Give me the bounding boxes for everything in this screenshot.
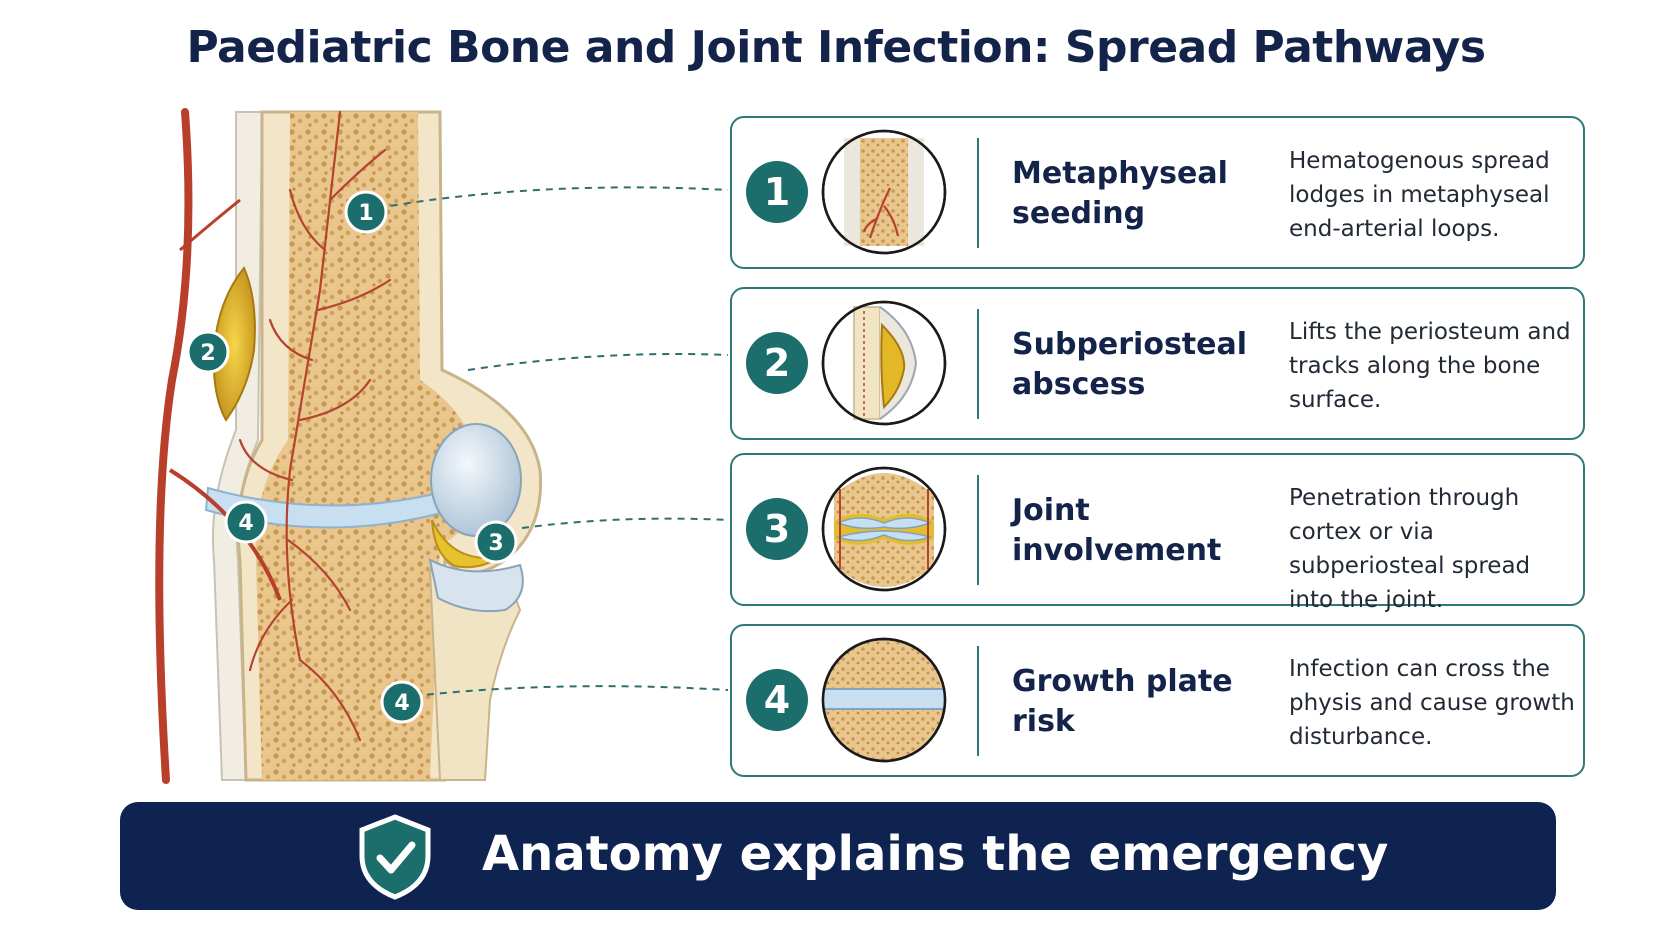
card-divider	[977, 309, 979, 419]
card-divider	[977, 646, 979, 756]
marker-label: 2	[200, 341, 215, 366]
diagram-marker-4b: 4	[380, 680, 424, 724]
pathway-name: Metaphyseal seeding	[1012, 156, 1228, 231]
page-title: Paediatric Bone and Joint Infection: Spr…	[186, 22, 1486, 73]
pathway-number: 1	[746, 161, 808, 223]
marker-label: 3	[488, 531, 503, 556]
bone-vessel-icon	[821, 129, 947, 255]
pathway-name: Growth plate risk	[1012, 664, 1233, 739]
pathway-number: 2	[746, 332, 808, 394]
diagram-marker-1: 1	[344, 190, 388, 234]
bone-joint-diagram: 1 2 3 4 4	[155, 108, 729, 784]
pathway-card-metaphyseal-seeding: 1 Metaphyseal seeding Hematogenous sprea…	[730, 116, 1585, 269]
pathway-description: Penetration through cortex or via subper…	[1289, 485, 1531, 613]
diagram-marker-4a: 4	[224, 500, 268, 544]
pathway-number: 4	[746, 669, 808, 731]
diagram-marker-3: 3	[474, 520, 518, 564]
pathway-description: Lifts the periosteum and tracks along th…	[1289, 319, 1571, 413]
growth-plate-icon	[821, 637, 947, 763]
summary-banner: Anatomy explains the emergency	[120, 802, 1556, 910]
pathway-description: Hematogenous spread lodges in metaphysea…	[1289, 148, 1550, 242]
pathway-number: 3	[746, 498, 808, 560]
pathway-card-joint-involvement: 3 Joint involvement Penetration through …	[730, 453, 1585, 613]
abscess-icon	[821, 300, 947, 426]
pathway-description: Infection can cross the physis and cause…	[1289, 656, 1575, 750]
pathway-name: Joint involvement	[1012, 493, 1222, 568]
pathway-card-growth-plate-risk: 4 Growth plate risk Infection can cross …	[730, 624, 1585, 777]
marker-label: 4	[238, 511, 253, 536]
diagram-marker-2: 2	[186, 330, 230, 374]
marker-label: 4	[394, 691, 409, 716]
pathway-name: Subperiosteal abscess	[1012, 327, 1248, 402]
joint-icon	[821, 466, 947, 592]
marker-label: 1	[358, 201, 373, 226]
banner-text: Anatomy explains the emergency	[482, 826, 1389, 882]
card-divider	[977, 138, 979, 248]
shield-check-icon	[359, 814, 431, 900]
card-divider	[977, 475, 979, 585]
pathway-card-subperiosteal-abscess: 2 Subperiosteal abscess Lifts the perios…	[730, 287, 1585, 440]
